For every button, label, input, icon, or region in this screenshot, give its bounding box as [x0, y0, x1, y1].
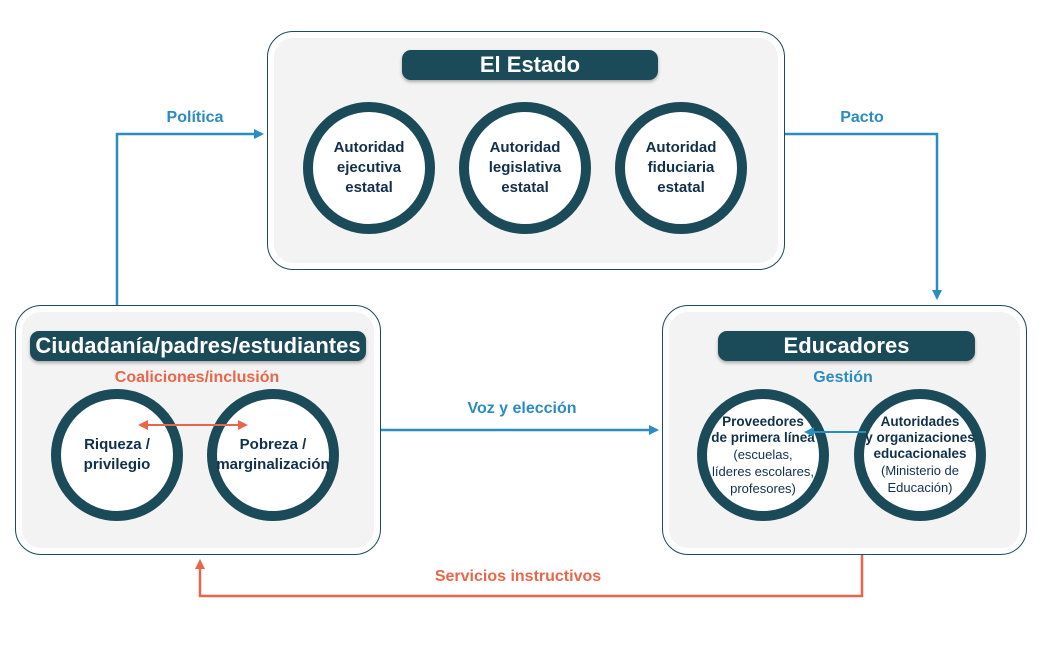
circle-text: Proveedores — [722, 413, 804, 429]
circle-text: estatal — [657, 179, 705, 196]
circle-text: Autoridad — [645, 139, 717, 156]
circle-detail: profesores) — [730, 480, 796, 496]
circle-riqueza: Riqueza / privilegio — [51, 389, 183, 521]
educadores-subtitle: Gestión — [813, 369, 873, 386]
circle-text: estatal — [501, 179, 549, 196]
pacto-label: Pacto — [840, 109, 884, 126]
circle-text: estatal — [345, 179, 393, 196]
circle-text: fiduciaria — [647, 159, 715, 176]
circle-detail: (Ministerio de — [880, 463, 960, 478]
circle-text: Riqueza / — [84, 436, 150, 453]
circle-text: Pobreza / — [239, 436, 307, 453]
servicios-label: Servicios instructivos — [434, 568, 602, 585]
politica-arrow — [115, 129, 264, 305]
estado-title: El Estado — [402, 50, 658, 80]
circle-ejecutiva: Autoridad ejecutiva estatal — [303, 102, 435, 234]
circle-pobreza: Pobreza / marginalización — [207, 389, 339, 521]
circle-text: ejecutiva — [336, 159, 402, 176]
circle-text: Autoridad — [489, 139, 561, 156]
circle-detail: líderes escolares, — [712, 463, 814, 479]
circle-detail: Educación) — [887, 480, 953, 495]
circle-text: Autoridad — [333, 139, 405, 156]
circle-legislativa: Autoridad legislativa estatal — [459, 102, 591, 234]
circle-text: y organizaciones — [865, 430, 975, 445]
ciudadania-title: Ciudadanía/padres/estudiantes — [30, 331, 366, 361]
circle-text: privilegio — [83, 456, 151, 473]
circle-text: de primera línea — [711, 429, 815, 445]
pacto-arrow — [785, 132, 942, 300]
servicios-arrow — [195, 555, 864, 598]
ciudadania-subtitle: Coaliciones/inclusión — [114, 369, 280, 386]
circle-text: marginalización — [216, 456, 330, 473]
circle-fiduciaria: Autoridad fiduciaria estatal — [615, 102, 747, 234]
circle-text: Autoridades — [880, 414, 960, 429]
circle-text: legislativa — [488, 159, 562, 176]
voz-label: Voz y elección — [467, 400, 577, 417]
circle-text: educacionales — [873, 446, 967, 461]
politica-label: Política — [166, 109, 224, 126]
circle-detail: (escuelas, — [733, 446, 793, 462]
educadores-title: Educadores — [718, 331, 975, 361]
